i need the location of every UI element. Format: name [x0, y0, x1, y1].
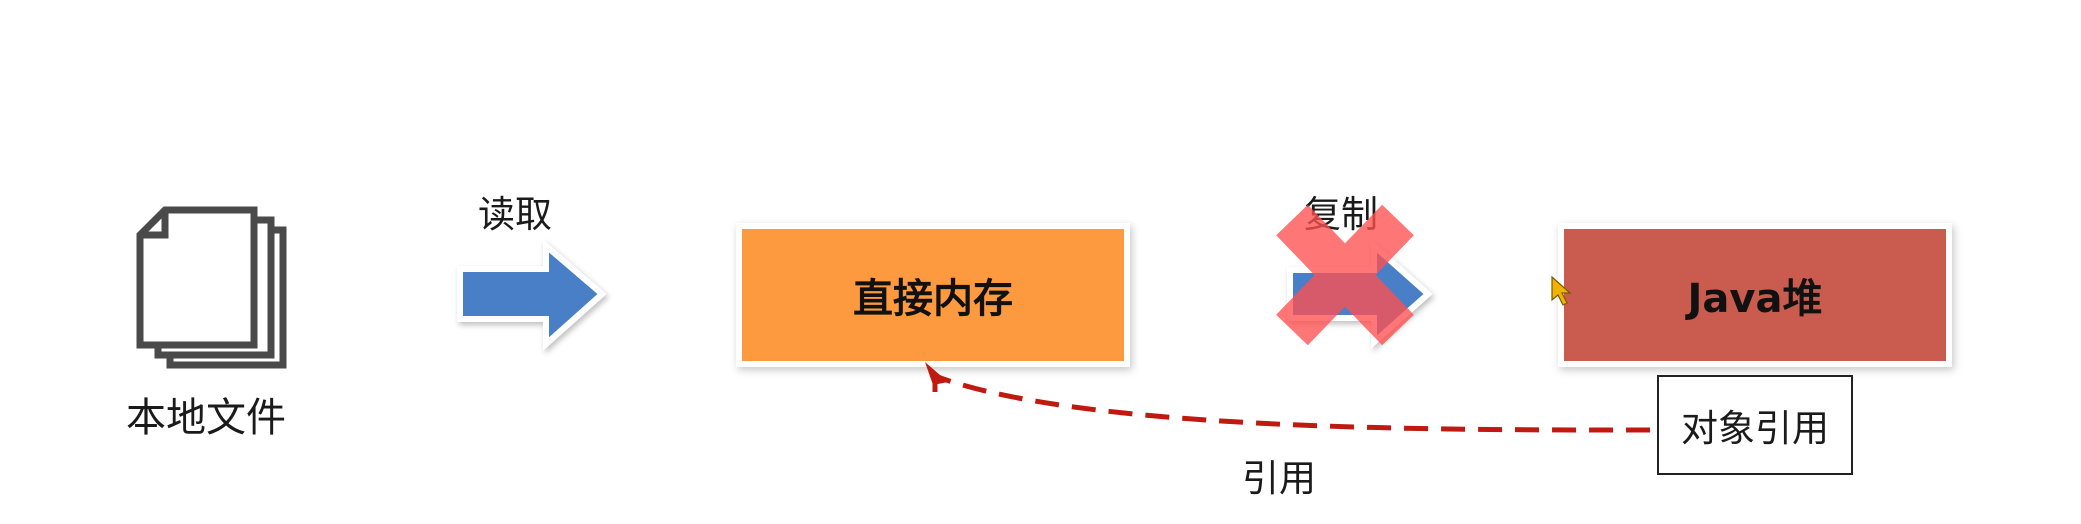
direct-memory-label: 直接内存 — [853, 276, 1013, 322]
file-stack-icon — [136, 206, 287, 369]
object-reference-label: 对象引用 — [1681, 407, 1829, 450]
reference-label: 引用 — [1242, 457, 1316, 500]
read-arrow — [457, 239, 607, 351]
object-reference-box: 对象引用 — [1657, 375, 1853, 475]
local-file-label: 本地文件 — [126, 395, 286, 441]
java-heap-label: Java堆 — [1687, 276, 1823, 322]
java-heap-box: Java堆 — [1564, 229, 1946, 361]
direct-memory-box: 直接内存 — [742, 229, 1124, 361]
read-label: 读取 — [478, 193, 552, 236]
